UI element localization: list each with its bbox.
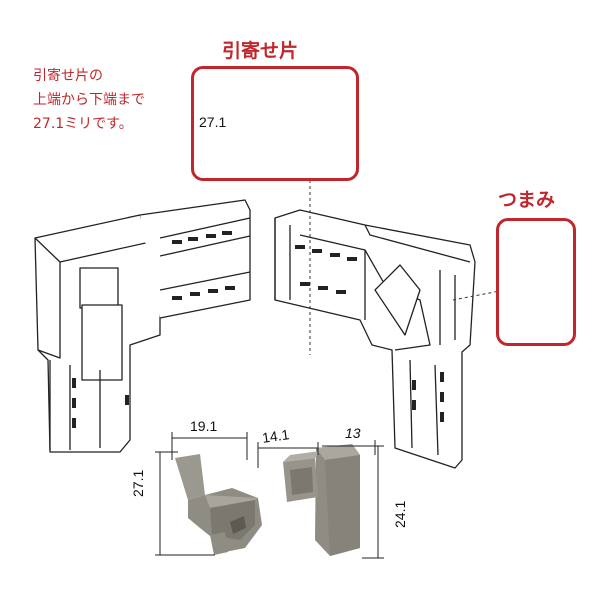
knob-callout-box — [496, 218, 576, 346]
right-pull-piece-installed — [374, 264, 421, 336]
pull-piece-photo — [175, 454, 262, 555]
knob-title: つまみ — [498, 189, 556, 211]
callout-height-label: 27.1 — [199, 114, 227, 130]
pull-piece-title: 引寄せ片 — [222, 40, 299, 62]
left-latch-handle — [81, 304, 123, 381]
knob-photo — [283, 444, 360, 556]
pull-height-label: 27.1 — [130, 469, 146, 497]
pull-piece-callout-box — [191, 66, 359, 181]
knob-height-label: 24.1 — [392, 500, 408, 528]
left-latch-box — [79, 267, 119, 309]
note-line-1: 引寄せ片の — [33, 68, 103, 84]
note-line-2: 上端から下端まで — [33, 92, 145, 108]
note-line-3: 27.1ミリです。 — [33, 116, 133, 132]
pull-width-label: 19.1 — [190, 418, 218, 434]
right-corner-body — [274, 209, 476, 469]
dimension-note: 引寄せ片の 上端から下端まで 27.1ミリです。 — [33, 64, 145, 136]
knob-width-label: 13 — [345, 425, 361, 441]
photo-dimension-lines — [155, 432, 384, 559]
